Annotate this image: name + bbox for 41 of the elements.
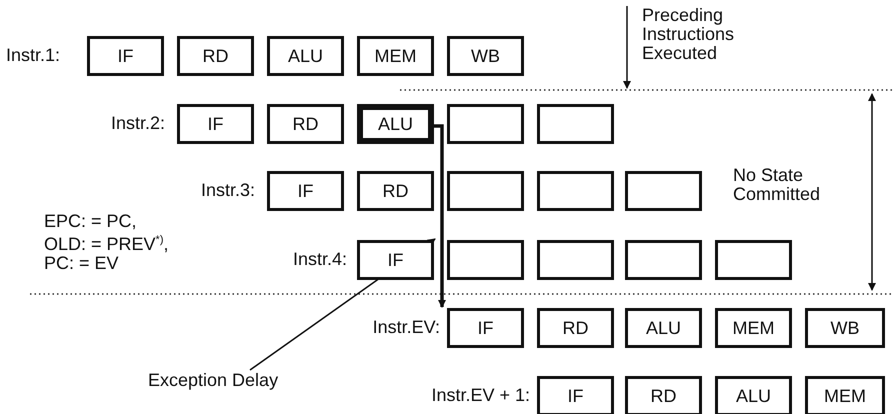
pipeline-stage-box: IF xyxy=(267,171,344,211)
pipeline-stage-box: ALU xyxy=(357,104,434,144)
empty-stage-box xyxy=(715,240,792,280)
leader-line xyxy=(250,238,436,371)
row-label: Instr.4: xyxy=(292,250,347,269)
note-text: No State Committed xyxy=(733,166,822,204)
pipeline-stage-box: IF xyxy=(177,104,254,144)
empty-stage-box xyxy=(625,240,702,280)
row-label: Instr.2: xyxy=(110,114,165,133)
pipeline-stage-box: ALU xyxy=(625,308,702,348)
empty-stage-box xyxy=(537,171,614,211)
pipeline-stage-box: ALU xyxy=(715,376,792,414)
callout-text: Exception Delay xyxy=(148,370,278,391)
pipeline-stage-box: IF xyxy=(537,376,614,414)
note-text: Preceding Instructions Executed xyxy=(642,6,736,63)
empty-stage-box xyxy=(447,104,524,144)
register-note: EPC: = PC, OLD: = PREV$^{*)}$, PC: = EV xyxy=(44,212,170,273)
pipeline-stage-box: WB xyxy=(805,308,885,348)
row-label: Instr.EV + 1: xyxy=(430,386,530,405)
pipeline-stage-box: IF xyxy=(447,308,524,348)
pipeline-stage-box: RD xyxy=(357,171,434,211)
empty-stage-box xyxy=(447,171,524,211)
row-label: Instr.3: xyxy=(200,181,255,200)
pipeline-stage-box: IF xyxy=(87,36,164,76)
pipeline-stage-box: MEM xyxy=(715,308,792,348)
empty-stage-box xyxy=(537,240,614,280)
empty-stage-box xyxy=(625,171,702,211)
pipeline-stage-box: RD xyxy=(267,104,344,144)
row-label: Instr.1: xyxy=(6,46,62,65)
pipeline-stage-box: WB xyxy=(447,36,524,76)
exception-arrow xyxy=(434,124,446,308)
empty-stage-box xyxy=(447,240,524,280)
pipeline-stage-box: MEM xyxy=(357,36,434,76)
pipeline-stage-box: MEM xyxy=(805,376,885,414)
empty-stage-box xyxy=(537,104,614,144)
pipeline-stage-box: RD xyxy=(625,376,702,414)
pipeline-stage-box: IF xyxy=(357,240,434,280)
pipeline-stage-box: RD xyxy=(537,308,614,348)
pipeline-stage-box: ALU xyxy=(267,36,344,76)
row-label: Instr.EV: xyxy=(372,318,440,337)
pipeline-stage-box: RD xyxy=(177,36,254,76)
